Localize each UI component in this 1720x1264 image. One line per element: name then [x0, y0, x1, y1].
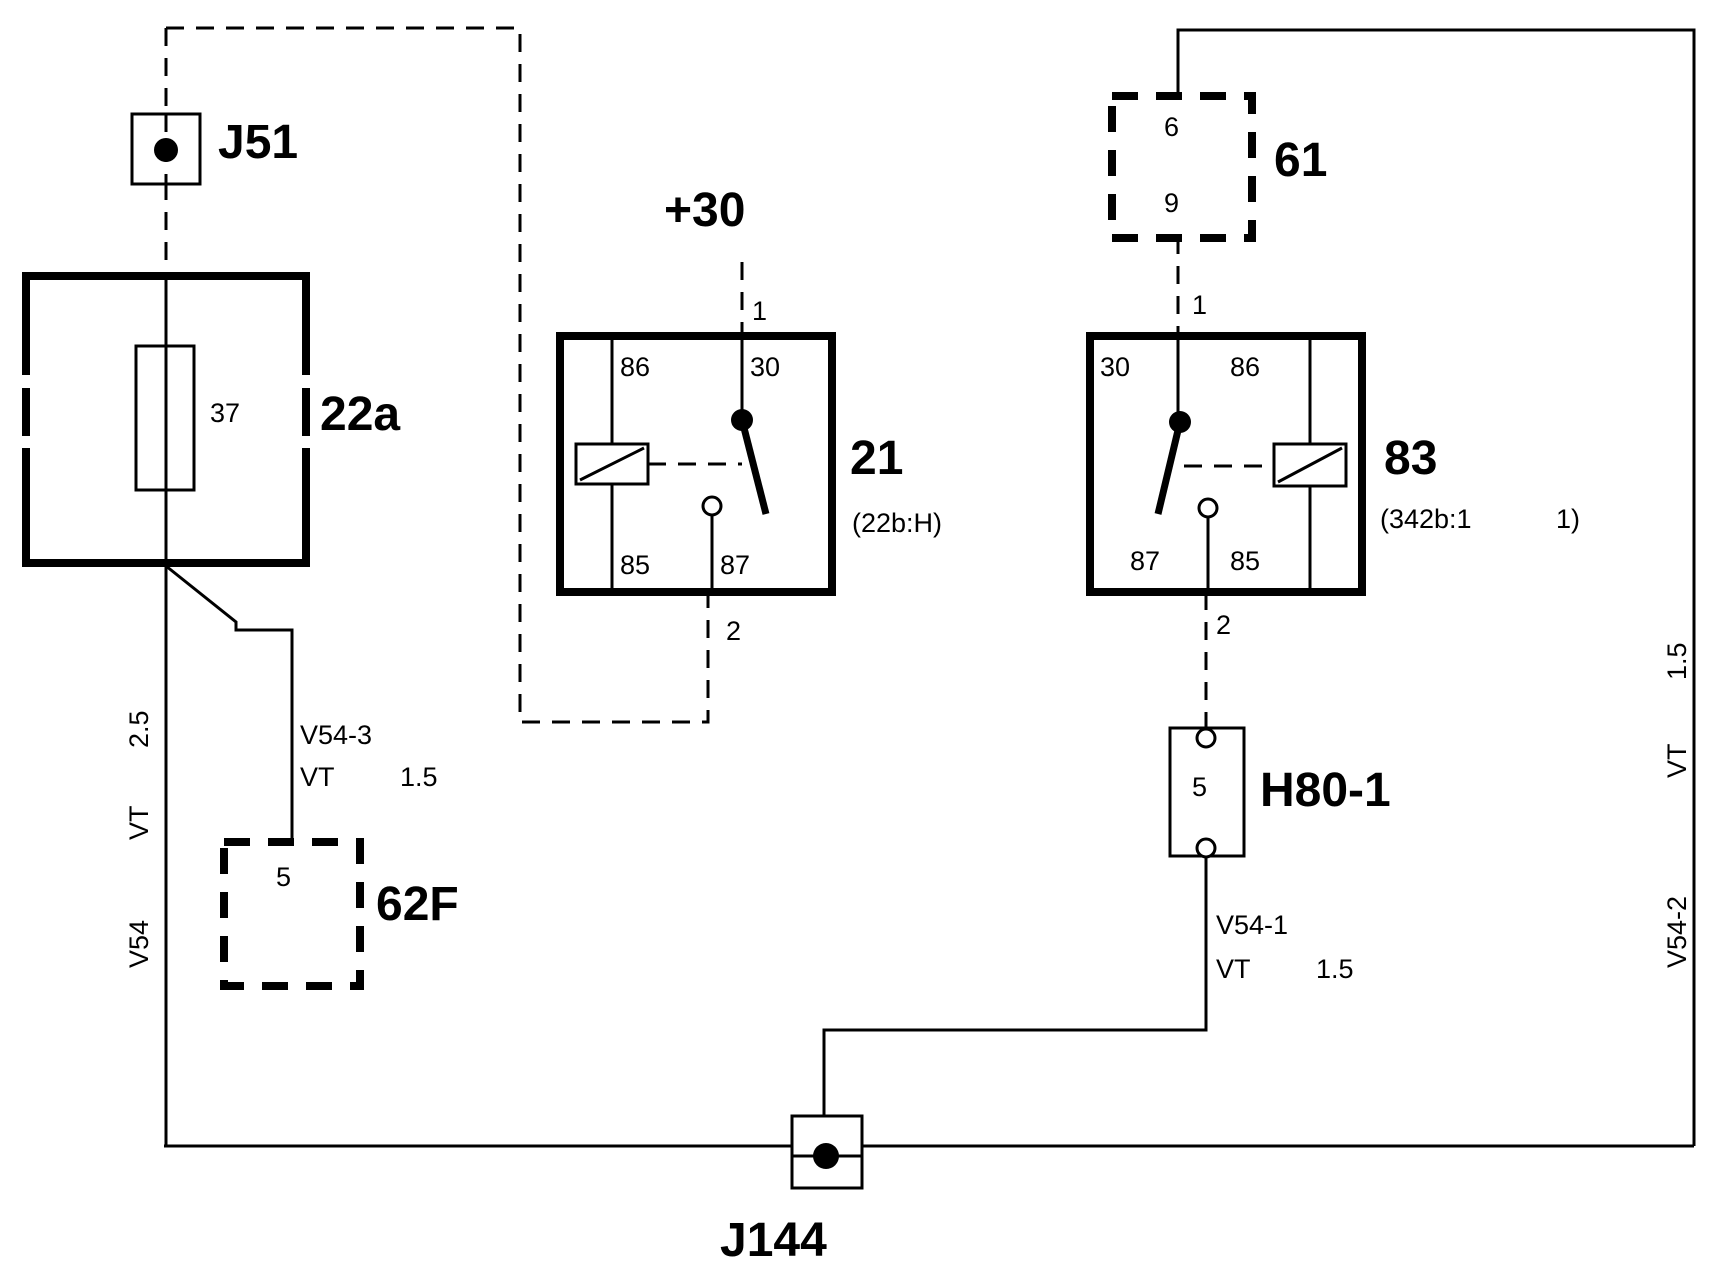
v54-size: 2.5: [124, 710, 154, 748]
connector-62f-outline: [220, 838, 364, 990]
relay-83-pin85-contact: [1197, 497, 1219, 519]
v54-3-size: 1.5: [400, 762, 438, 792]
relay-83-contact: [1154, 421, 1184, 515]
relay-83-pin-87: 87: [1130, 546, 1160, 576]
v54-1-color: VT: [1216, 954, 1251, 984]
h80-1-top-terminal: [1195, 727, 1217, 749]
wire-labels: V54-3 VT 1.5 V54-1 VT 1.5 2.5 VT V54 1.5…: [124, 642, 1692, 984]
wires: [164, 26, 1696, 1148]
j144-dot: [813, 1143, 839, 1169]
relay-83-pin-30: 30: [1100, 352, 1130, 382]
v54-color: VT: [124, 805, 154, 840]
j144-label: J144: [720, 1214, 827, 1264]
j51-dot: [154, 138, 178, 162]
connector-62f-label: 62F: [376, 878, 459, 931]
v54-2-color: VT: [1662, 743, 1692, 778]
fuse-number: 37: [210, 398, 240, 428]
plus30-label: +30: [664, 184, 745, 237]
relay-83-coil-diag: [1277, 446, 1343, 484]
relay-83-pin-86: 86: [1230, 352, 1260, 382]
v54-2-size: 1.5: [1662, 642, 1692, 680]
relay-21-pin-87: 87: [720, 550, 750, 580]
j51-label: J51: [218, 116, 298, 169]
wire-v54-3: [165, 564, 294, 838]
fuse-box-outline-bottom: [22, 448, 310, 567]
relay-21-pin87-contact: [701, 495, 723, 517]
connector-62f-pin: 5: [276, 862, 291, 892]
fuse-box-label: 22a: [320, 388, 400, 441]
v54-name: V54: [124, 920, 154, 968]
j51-connector: J51: [130, 112, 298, 186]
fuse-box-outline-top: [22, 272, 310, 375]
relay-21: 86 30 85 87 21 (22b:H) 1 2: [556, 296, 942, 646]
connector-61-outline: [1108, 92, 1256, 242]
relay-21-wire-pin-bottom: 2: [726, 616, 741, 646]
relay-83-ref-left: (342b:1: [1380, 504, 1472, 534]
connector-61-pin-bottom: 9: [1164, 188, 1179, 218]
relay-21-pin-85: 85: [620, 550, 650, 580]
v54-1-size: 1.5: [1316, 954, 1354, 984]
h80-1-bottom-terminal: [1195, 837, 1217, 859]
h80-1-label: H80-1: [1260, 764, 1391, 817]
relay-83-wire-pin-bottom: 2: [1216, 610, 1231, 640]
j144-connector: J144: [720, 1114, 864, 1264]
relay-21-outline: [556, 332, 836, 596]
relay-83-label: 83: [1384, 432, 1437, 485]
relay-21-wire-pin-top: 1: [752, 296, 767, 326]
relay-83-wire-pin-top: 1: [1192, 290, 1207, 320]
relay-83-outline: [1086, 332, 1366, 596]
relay-21-label: 21: [850, 432, 903, 485]
connector-61: 6 9 61: [1108, 92, 1327, 242]
relay-21-pin-30: 30: [750, 352, 780, 382]
connector-61-pin-top: 6: [1164, 112, 1179, 142]
relay-83-pin-85: 85: [1230, 546, 1260, 576]
connector-61-label: 61: [1274, 134, 1327, 187]
component-h80-1: 5 H80-1: [1168, 726, 1391, 859]
v54-2-name: V54-2: [1662, 896, 1692, 968]
wire-v54-2: [1176, 28, 1696, 1146]
v54-3-name: V54-3: [300, 720, 372, 750]
connector-62f: 5 62F: [220, 838, 459, 990]
relay-21-pin-86: 86: [620, 352, 650, 382]
relay-21-contact: [738, 419, 770, 515]
relay-83: 30 86 87 85 83 (342b:1 1) 1 2: [1086, 290, 1580, 640]
v54-1-name: V54-1: [1216, 910, 1288, 940]
v54-3-color: VT: [300, 762, 335, 792]
wire-v54-1: [822, 844, 1208, 1146]
h80-1-pin: 5: [1192, 772, 1207, 802]
fuse-box-22a: 37 22a: [22, 272, 400, 567]
relay-83-ref-right: 1): [1556, 504, 1580, 534]
relay-21-coil-diag: [579, 446, 645, 482]
relay-21-ref: (22b:H): [852, 508, 942, 538]
